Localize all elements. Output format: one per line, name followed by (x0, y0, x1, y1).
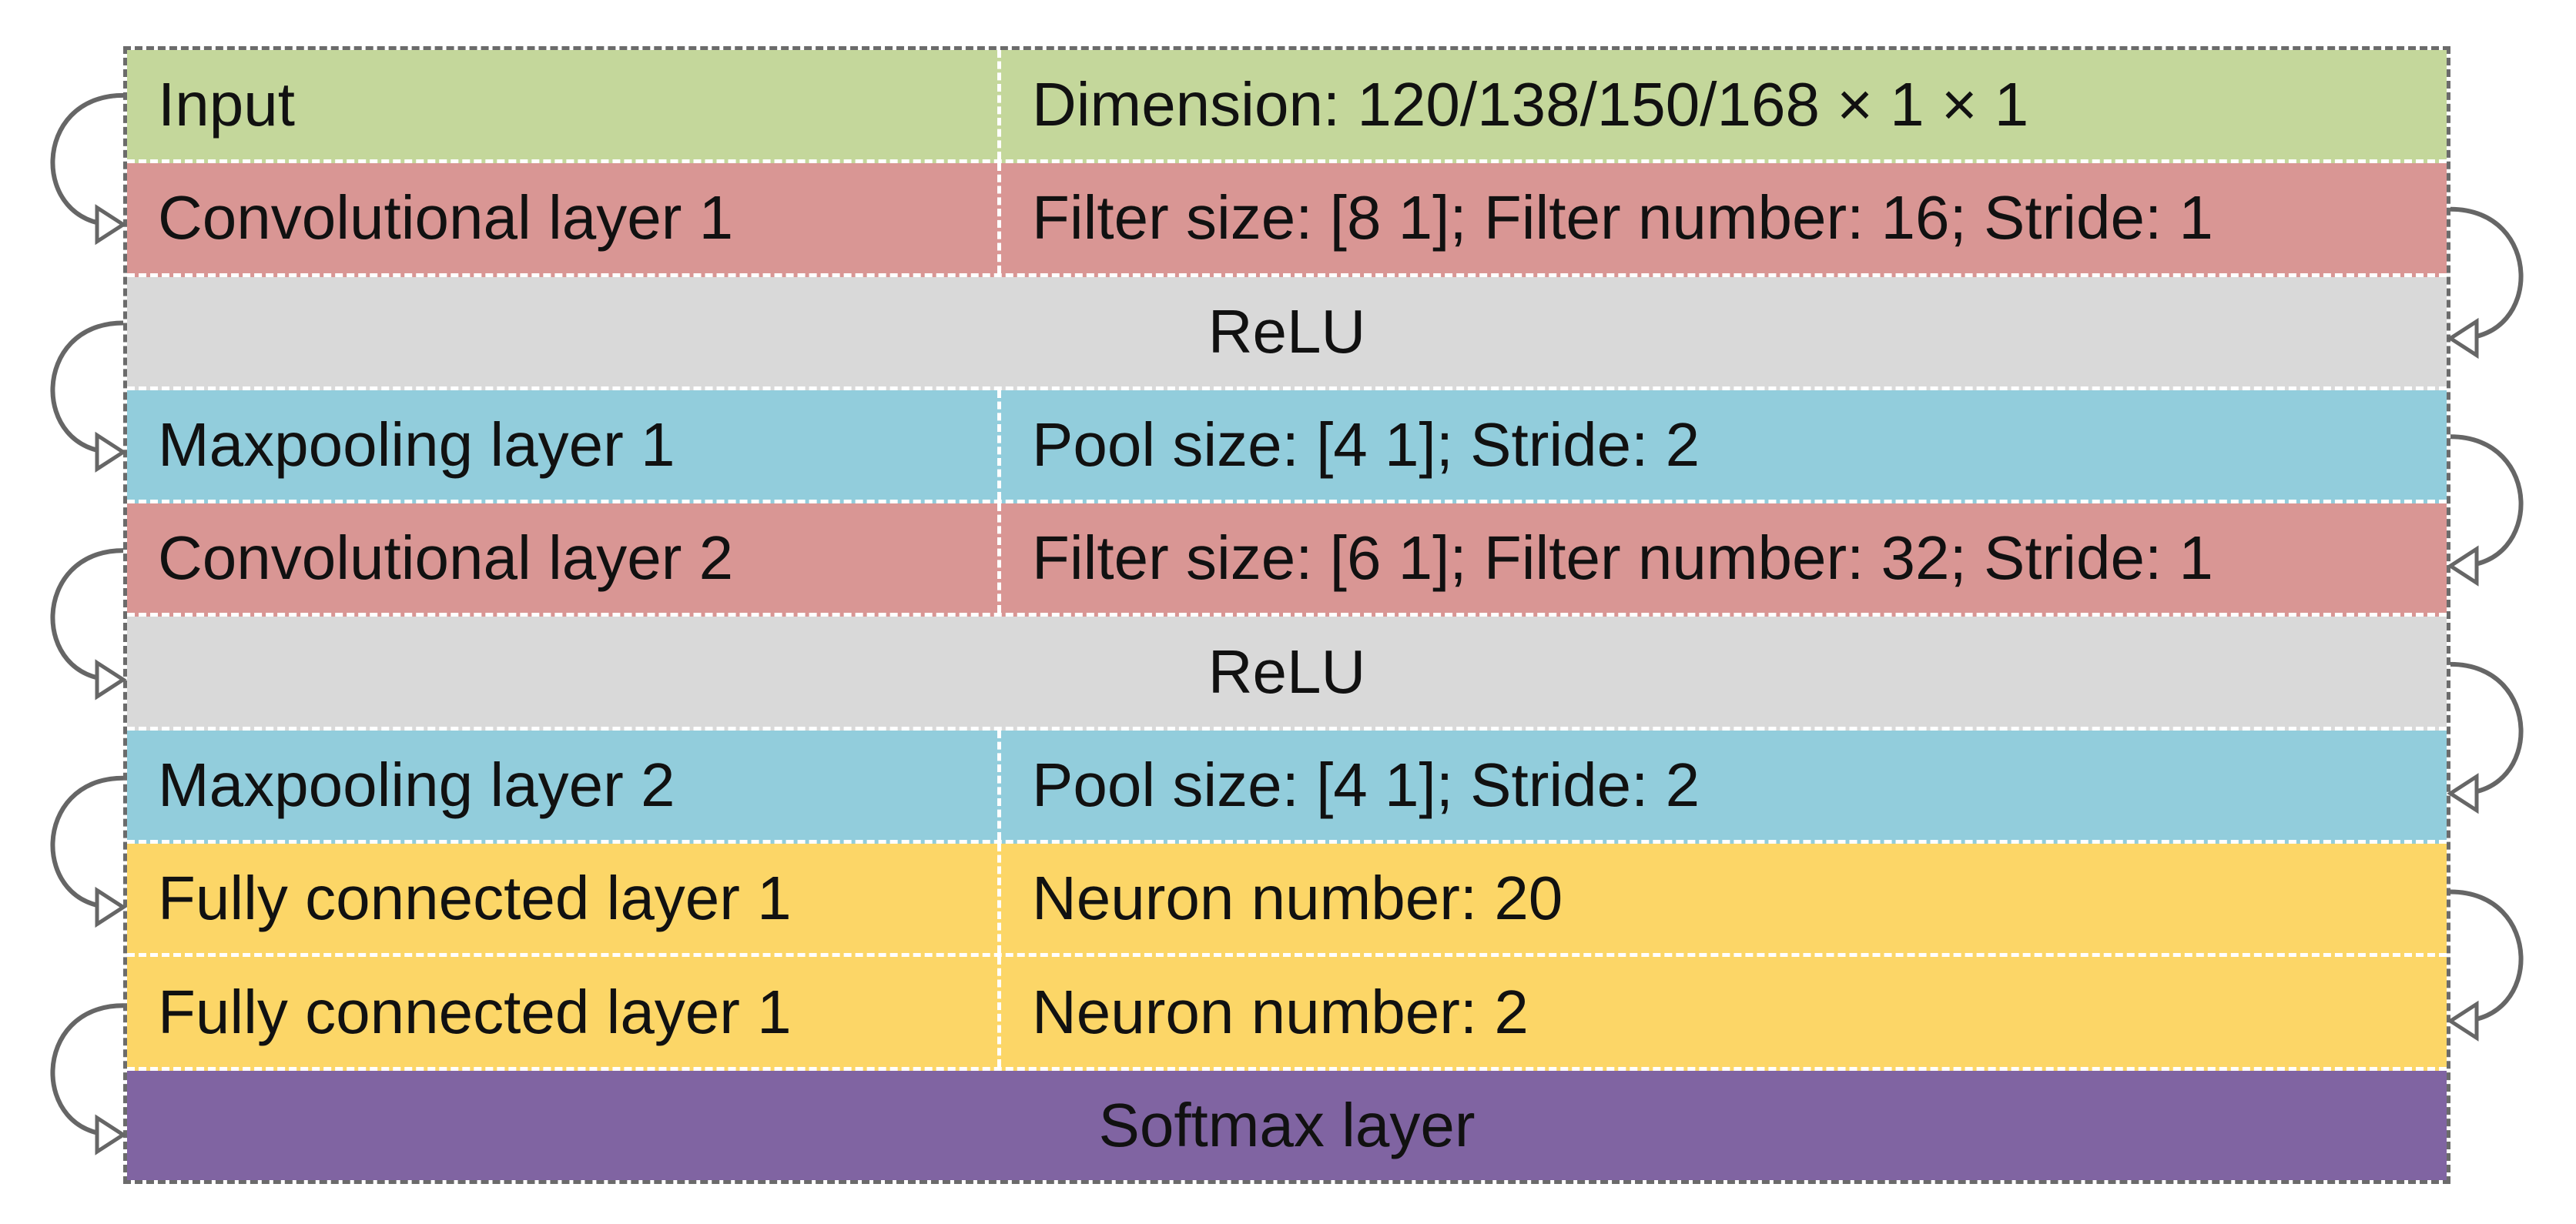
layer-row: Fully connected layer 1 Neuron number: 20 (127, 844, 2447, 958)
layer-description: Neuron number: 2 (1032, 977, 1529, 1046)
flow-arrow-curve (2450, 434, 2524, 569)
layer-description: Dimension: 120/138/150/168 × 1 × 1 (1032, 70, 2029, 139)
layer-row: ReLU (127, 617, 2447, 731)
layer-row: Input Dimension: 120/138/150/168 × 1 × 1 (127, 50, 2447, 164)
layer-description: Filter size: [6 1]; Filter number: 32; S… (1032, 523, 2213, 593)
layer-name: Convolutional layer 2 (127, 503, 1001, 614)
layer-row: Convolutional layer 1 Filter size: [8 1];… (127, 163, 2447, 277)
flow-arrow-curve (50, 1003, 124, 1138)
layer-row: Convolutional layer 2 Filter size: [6 1];… (127, 503, 2447, 617)
flow-arrow-head (2447, 1000, 2479, 1042)
flow-arrow-head (95, 204, 127, 246)
layer-name: Fully connected layer 1 (127, 844, 1001, 954)
layer-description: Pool size: [4 1]; Stride: 2 (1032, 750, 1700, 819)
layer-row: Fully connected layer 1 Neuron number: 2 (127, 957, 2447, 1071)
flow-arrow-head (2447, 545, 2479, 587)
layer-row: Softmax layer (127, 1070, 2447, 1180)
flow-arrow-curve (50, 548, 124, 682)
flow-arrow-curve (2450, 661, 2524, 796)
layer-name: Convolutional layer 1 (127, 163, 1001, 273)
flow-arrow-head (2447, 773, 2479, 814)
flow-arrow-curve (50, 320, 124, 455)
flow-arrow-head (2447, 317, 2479, 360)
flow-arrow-curve (50, 775, 124, 910)
layer-description: Neuron number: 20 (1032, 864, 1563, 933)
layer-name: Input (127, 50, 1001, 160)
layer-description: Filter size: [8 1]; Filter number: 16; S… (1032, 183, 2213, 252)
flow-arrow-curve (2450, 889, 2524, 1024)
flow-arrow-head (95, 1114, 127, 1155)
layer-name: Fully connected layer 1 (127, 957, 1001, 1067)
flow-arrow-head (95, 659, 127, 701)
layer-table: Input Dimension: 120/138/150/168 × 1 × 1 C… (123, 46, 2450, 1184)
layer-name: Softmax layer (1098, 1090, 1476, 1159)
flow-arrow-head (95, 886, 127, 928)
layer-row: ReLU (127, 276, 2447, 390)
layer-row: Maxpooling layer 1 Pool size: [4 1]; Stri… (127, 390, 2447, 504)
layer-name: ReLU (1208, 296, 1366, 366)
flow-arrow-curve (50, 92, 124, 227)
layer-description: Pool size: [4 1]; Stride: 2 (1032, 410, 1700, 480)
flow-arrow-curve (2450, 206, 2524, 341)
layer-name: Maxpooling layer 2 (127, 730, 1001, 841)
flow-arrow-head (95, 431, 127, 473)
layer-row: Maxpooling layer 2 Pool size: [4 1]; Stri… (127, 730, 2447, 844)
layer-name: Maxpooling layer 1 (127, 390, 1001, 500)
layer-name: ReLU (1208, 637, 1366, 706)
